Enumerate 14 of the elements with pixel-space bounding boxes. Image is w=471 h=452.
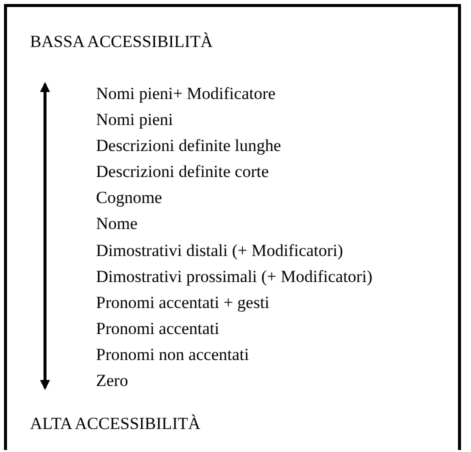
list-item: Descrizioni definite lunghe [96, 136, 282, 156]
list-item: Descrizioni definite corte [96, 162, 269, 182]
list-item: Zero [96, 371, 128, 391]
list-item: Pronomi accentati [96, 318, 220, 339]
list-item: Nome [96, 214, 138, 234]
list-item: Dimostrativi distali (+ Modificatori) [96, 240, 344, 261]
list-item: Pronomi non accentati [96, 344, 249, 365]
list-item: Cognome [96, 188, 162, 208]
list-item: Dimostrativi prossimali (+ Modificatori) [96, 266, 372, 287]
list-item: Nomi pieni+ Modificatore [96, 84, 276, 104]
scale-end-label: BASSA ACCESSIBILITÀ [30, 32, 213, 52]
list-item: Nomi pieni [96, 110, 173, 130]
scale-end-label: ALTA ACCESSIBILITÀ [30, 414, 200, 434]
list-item: Pronomi accentati + gesti [96, 292, 270, 313]
